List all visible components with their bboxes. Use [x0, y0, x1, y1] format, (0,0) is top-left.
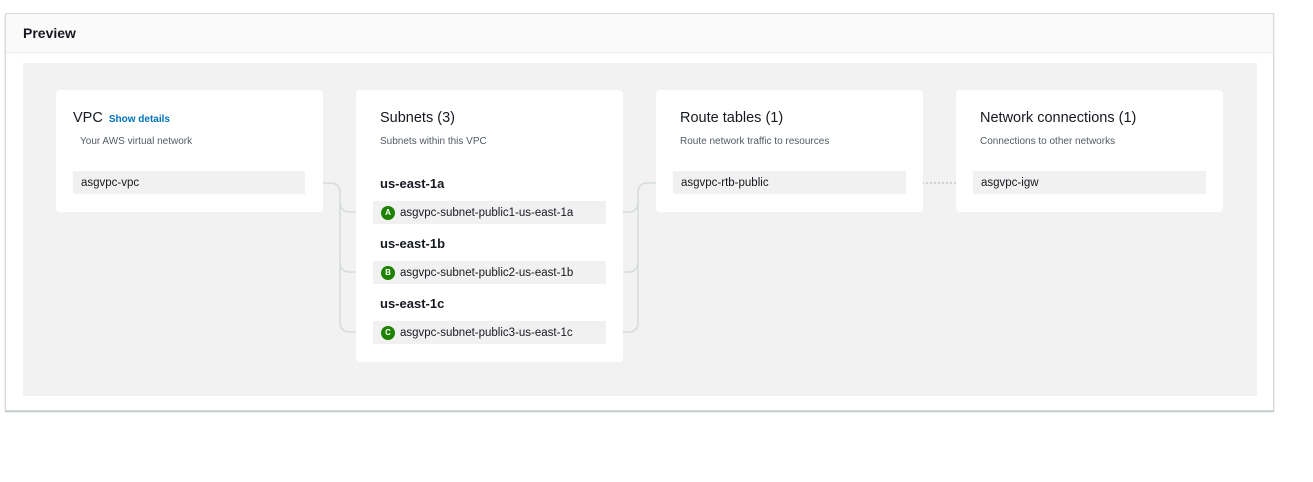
network-connections-subtitle: Connections to other networks — [980, 136, 1116, 147]
vpc-card: VPC Show details Your AWS virtual network… — [56, 90, 323, 212]
show-details-link[interactable]: Show details — [108, 114, 170, 125]
subnets-subtitle: Subnets within this VPC — [380, 136, 487, 147]
route-tables-subtitle: Route network traffic to resources — [680, 136, 830, 147]
vpc-title: VPC — [73, 110, 103, 126]
subnet-name: asgvpc-subnet-public1-us-east-1a — [400, 206, 574, 219]
az-badge-c: C — [381, 325, 395, 340]
subnet-item-us-east-1a[interactable]: A asgvpc-subnet-public1-us-east-1a — [373, 201, 606, 224]
az-label-us-east-1a: us-east-1a — [380, 176, 445, 191]
network-connections-card: Network connections (1) Connections to o… — [956, 90, 1223, 212]
az-badge-a: A — [381, 205, 395, 220]
route-tables-card: Route tables (1) Route network traffic t… — [656, 90, 923, 212]
route-table-resource[interactable]: asgvpc-rtb-public — [673, 171, 906, 194]
subnet-item-us-east-1b[interactable]: B asgvpc-subnet-public2-us-east-1b — [373, 261, 606, 284]
panel-title: Preview — [23, 25, 76, 41]
subnets-card: Subnets (3) Subnets within this VPC us-e… — [356, 90, 623, 362]
subnet-name: asgvpc-subnet-public3-us-east-1c — [400, 326, 573, 339]
vpc-card-title: VPC Show details — [73, 110, 170, 126]
internet-gateway-resource[interactable]: asgvpc-igw — [973, 171, 1206, 194]
az-label-us-east-1b: us-east-1b — [380, 236, 446, 251]
vpc-resource[interactable]: asgvpc-vpc — [73, 171, 305, 194]
az-label-us-east-1c: us-east-1c — [380, 296, 445, 311]
network-connections-title: Network connections (1) — [980, 110, 1137, 126]
subnets-title: Subnets (3) — [380, 110, 455, 126]
subnet-item-us-east-1c[interactable]: C asgvpc-subnet-public3-us-east-1c — [373, 321, 606, 344]
vpc-subtitle: Your AWS virtual network — [80, 136, 193, 147]
panel-header: Preview — [6, 14, 1273, 53]
az-badge-b: B — [381, 265, 395, 280]
route-tables-title: Route tables (1) — [680, 110, 784, 126]
subnet-name: asgvpc-subnet-public2-us-east-1b — [400, 266, 574, 279]
